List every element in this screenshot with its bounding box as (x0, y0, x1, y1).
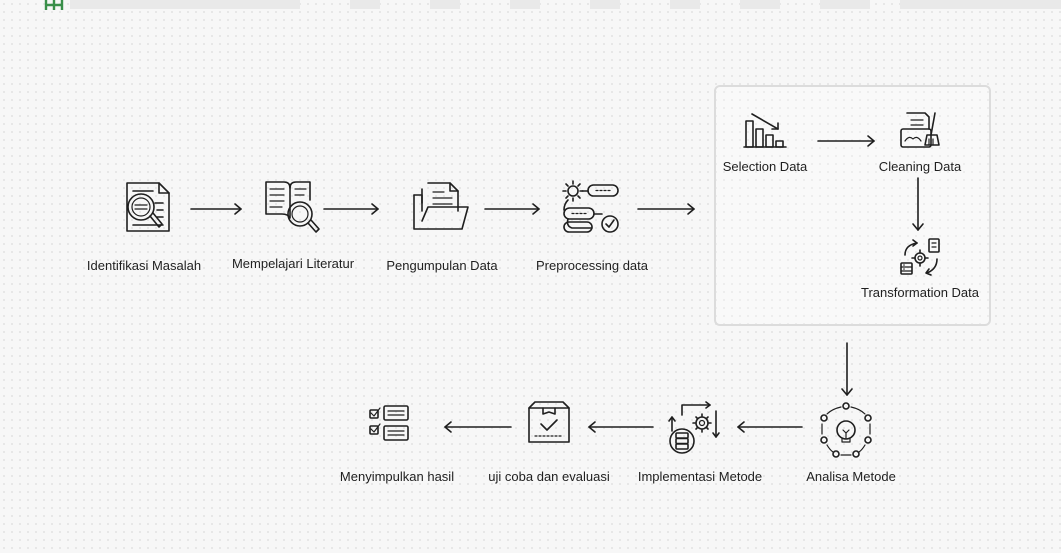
arrow-left (737, 421, 803, 433)
document-brush-icon (900, 112, 940, 148)
arrow-right (323, 203, 379, 215)
arrow-right (190, 203, 242, 215)
step-label-kesimpulan: Menyimpulkan hasil (339, 469, 455, 484)
top-strip (70, 0, 300, 9)
database-gear-cycle-icon (668, 401, 720, 454)
step-label-transformation: Transformation Data (860, 285, 980, 300)
document-magnifier-icon (126, 182, 170, 232)
step-label-ujicoba: uji coba dan evaluasi (488, 469, 610, 484)
logo-fragment-icon (44, 0, 64, 10)
arrow-right (817, 135, 875, 147)
arrow-right (484, 203, 540, 215)
idea-cycle-icon (820, 402, 872, 458)
top-strip (740, 0, 780, 9)
top-strip (510, 0, 540, 9)
data-preprocessing-group (714, 85, 991, 326)
bar-chart-down-icon (743, 113, 787, 148)
step-label-analisa: Analisa Metode (806, 469, 896, 484)
arrow-down (912, 177, 924, 231)
arrow-left (588, 421, 654, 433)
gear-pipeline-check-icon (562, 180, 619, 233)
step-label-implementasi: Implementasi Metode (637, 469, 763, 484)
top-strip (430, 0, 460, 9)
step-label-selection: Selection Data (722, 159, 808, 174)
cycle-gears-database-icon (900, 238, 940, 276)
step-label-cleaning: Cleaning Data (878, 159, 962, 174)
arrow-down (841, 342, 853, 396)
top-strip (900, 0, 1061, 9)
top-strip (820, 0, 870, 9)
checklist-icon (369, 405, 409, 441)
top-strip (670, 0, 700, 9)
top-strip (350, 0, 380, 9)
book-magnifier-icon (265, 181, 320, 233)
arrow-left (444, 421, 512, 433)
arrow-right (637, 203, 695, 215)
step-label-identifikasi: Identifikasi Masalah (86, 258, 202, 273)
step-label-pengumpulan: Pengumpulan Data (386, 258, 498, 273)
step-label-preprocessing: Preprocessing data (535, 258, 649, 273)
box-check-icon (528, 401, 570, 443)
step-label-literatur: Mempelajari Literatur (231, 256, 355, 271)
folder-documents-icon (413, 182, 469, 230)
top-strip (590, 0, 620, 9)
